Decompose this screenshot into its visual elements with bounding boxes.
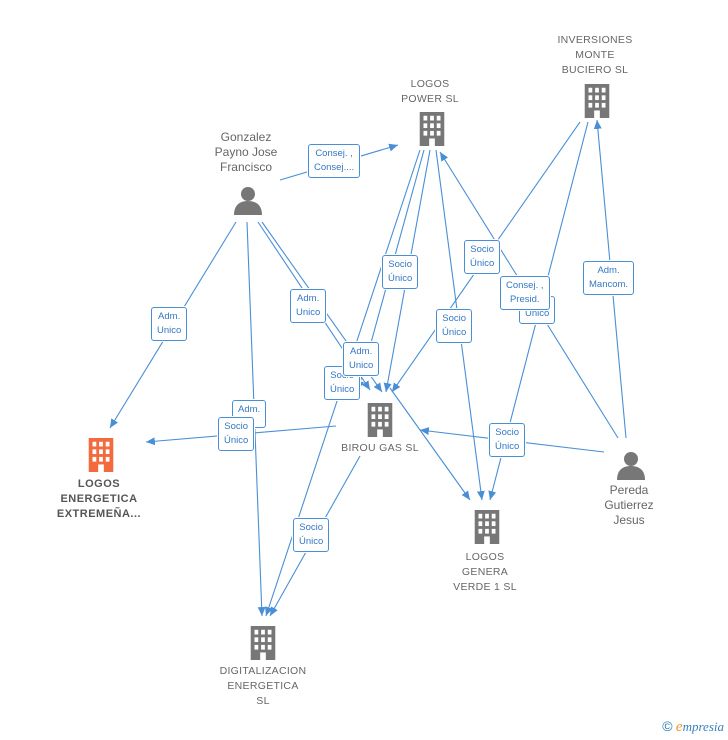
node-inversiones-label[interactable]: INVERSIONES MONTE BUCIERO SL xyxy=(557,34,633,76)
brand-name: mpresia xyxy=(682,719,724,734)
edge-label-socio-unico[interactable]: Socio Único xyxy=(218,417,255,451)
brand-footer[interactable]: © empresia xyxy=(662,718,724,736)
person-icon xyxy=(234,187,262,215)
edge-label-adm-unico[interactable]: Adm. Unico xyxy=(290,289,327,323)
node-birou-gas-label[interactable]: BIROU GAS SL xyxy=(341,442,419,454)
node-gonzalez-label[interactable]: Gonzalez Payno Jose Francisco xyxy=(214,130,278,174)
node-digitalizacion-label[interactable]: DIGITALIZACION ENERGETICA SL xyxy=(219,665,307,707)
edge-label-adm-unico[interactable]: Adm. Unico xyxy=(343,342,380,376)
node-logos-energetica-label[interactable]: LOGOS ENERGETICA EXTREMEÑA... xyxy=(56,478,142,520)
edge-label-socio-unico[interactable]: Socio Único xyxy=(436,309,473,343)
building-icon xyxy=(474,510,500,544)
building-icon xyxy=(419,112,445,146)
edge-label-consej-presid[interactable]: Consej. , Presid. xyxy=(500,276,550,310)
edge-label-adm-mancom[interactable]: Adm. Mancom. xyxy=(583,261,635,295)
edge-label-socio-unico[interactable]: Socio Único xyxy=(293,518,330,552)
brand-logo-e: e xyxy=(675,719,683,735)
edge-label-socio-unico[interactable]: Socio Único xyxy=(489,423,526,457)
node-pereda-label[interactable]: Pereda Gutierrez Jesus xyxy=(604,483,654,527)
building-icon xyxy=(250,626,276,660)
edge-birou-genera xyxy=(389,387,471,501)
node-logos-power-label[interactable]: LOGOS POWER SL xyxy=(401,78,459,105)
building-icon xyxy=(88,438,114,472)
node-logos-genera-label[interactable]: LOGOS GENERA VERDE 1 SL xyxy=(453,551,517,593)
building-icon xyxy=(367,403,393,437)
edge-label-socio-unico[interactable]: Socio Único xyxy=(464,240,501,274)
edge-label-consej[interactable]: Consej. , Consej.... xyxy=(308,144,361,178)
copyright-icon: © xyxy=(662,718,673,734)
edge-label-socio-unico[interactable]: Socio Único xyxy=(382,255,419,289)
edge-label-adm-unico[interactable]: Adm. Unico xyxy=(151,307,188,341)
person-icon xyxy=(617,452,645,480)
building-icon xyxy=(584,84,610,118)
